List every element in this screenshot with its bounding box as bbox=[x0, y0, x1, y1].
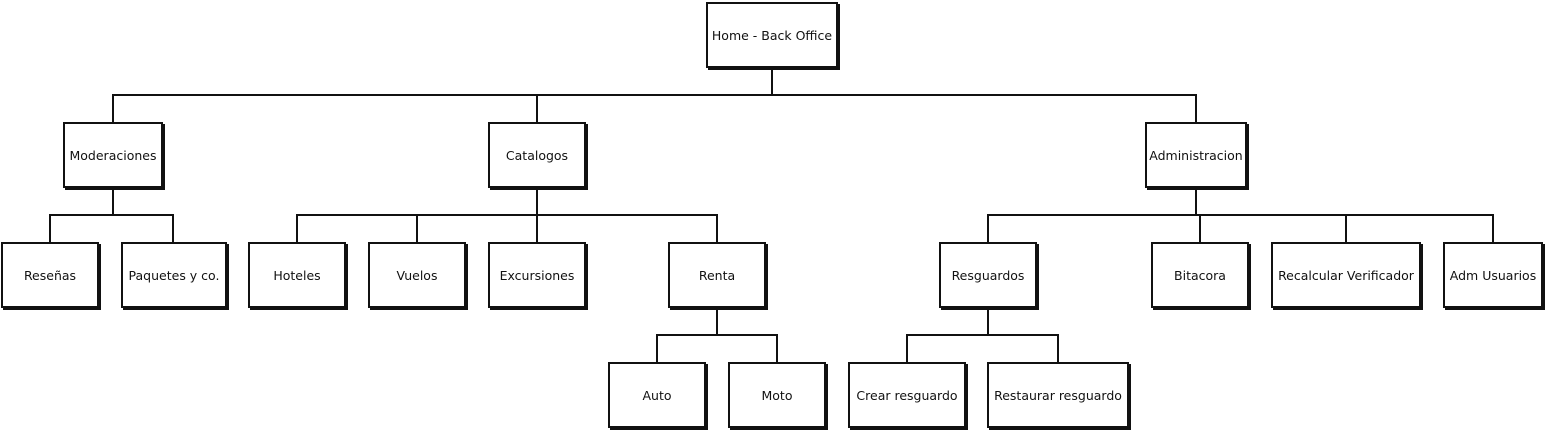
node-administracion[interactable]: Administracion bbox=[1145, 122, 1247, 188]
node-paquetes[interactable]: Paquetes y co. bbox=[121, 242, 227, 308]
node-label: Recalcular Verificador bbox=[1278, 267, 1414, 283]
node-moto[interactable]: Moto bbox=[728, 362, 826, 428]
node-label: Adm Usuarios bbox=[1449, 267, 1537, 283]
node-label: Resguardos bbox=[951, 267, 1025, 283]
node-label: Excursiones bbox=[499, 267, 575, 283]
node-label: Hoteles bbox=[273, 267, 321, 283]
node-vuelos[interactable]: Vuelos bbox=[368, 242, 466, 308]
node-label: Restaurar resguardo bbox=[994, 387, 1122, 403]
node-label: Home - Back Office bbox=[711, 27, 833, 43]
node-label: Reseñas bbox=[23, 267, 77, 283]
node-label: Bitacora bbox=[1174, 267, 1226, 283]
node-recalcular-verificador[interactable]: Recalcular Verificador bbox=[1271, 242, 1421, 308]
node-resenas[interactable]: Reseñas bbox=[1, 242, 99, 308]
node-catalogos[interactable]: Catalogos bbox=[488, 122, 586, 188]
node-auto[interactable]: Auto bbox=[608, 362, 706, 428]
node-label: Vuelos bbox=[396, 267, 438, 283]
node-crear-resguardo[interactable]: Crear resguardo bbox=[848, 362, 966, 428]
node-label: Catalogos bbox=[505, 147, 569, 163]
node-label: Paquetes y co. bbox=[128, 267, 220, 283]
node-label: Auto bbox=[642, 387, 672, 403]
node-label: Moderaciones bbox=[69, 147, 157, 163]
node-home-back-office[interactable]: Home - Back Office bbox=[706, 2, 838, 68]
node-renta[interactable]: Renta bbox=[668, 242, 766, 308]
node-excursiones[interactable]: Excursiones bbox=[488, 242, 586, 308]
node-adm-usuarios[interactable]: Adm Usuarios bbox=[1443, 242, 1543, 308]
node-label: Administracion bbox=[1149, 147, 1243, 163]
node-moderaciones[interactable]: Moderaciones bbox=[63, 122, 163, 188]
node-label: Renta bbox=[698, 267, 736, 283]
node-label: Moto bbox=[761, 387, 793, 403]
node-restaurar-resguardo[interactable]: Restaurar resguardo bbox=[987, 362, 1129, 428]
node-hoteles[interactable]: Hoteles bbox=[248, 242, 346, 308]
node-bitacora[interactable]: Bitacora bbox=[1151, 242, 1249, 308]
node-label: Crear resguardo bbox=[856, 387, 958, 403]
node-resguardos[interactable]: Resguardos bbox=[939, 242, 1037, 308]
